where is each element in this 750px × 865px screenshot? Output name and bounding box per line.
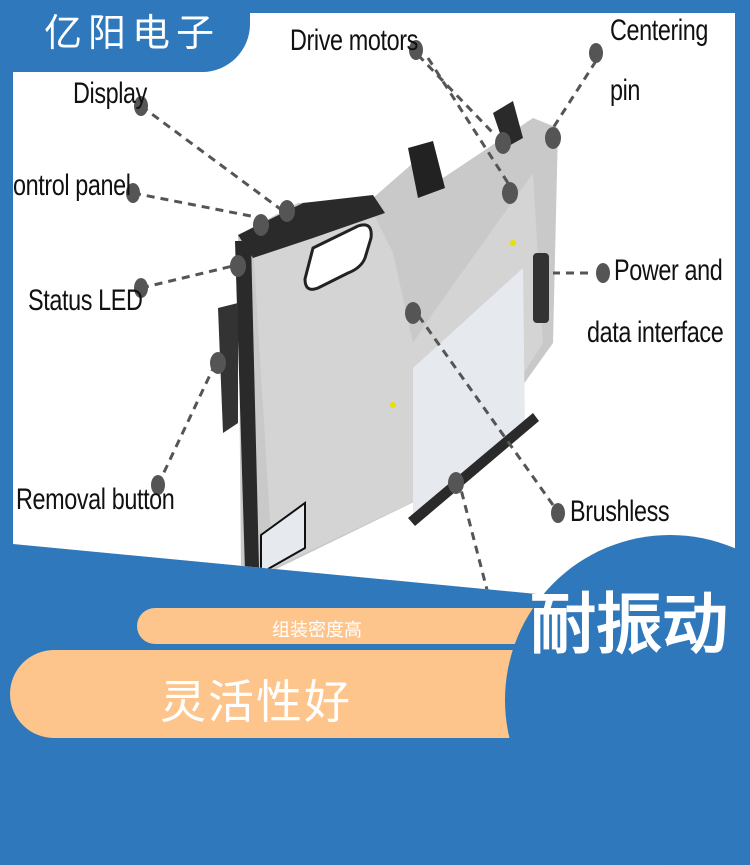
callout-centering-pin: Centering [610,14,708,47]
callout-brushless: Brushless [570,495,670,528]
callout-control-panel: ontrol panel [13,169,131,202]
product-diagram: Display ontrol panel Status LED Removal … [13,13,735,613]
brand-banner: 亿阳电子 [0,0,250,72]
callout-drive-motors: Drive motors [290,24,418,57]
feature-badge-label: 耐振动 [530,586,728,663]
feeder-illustration [126,40,610,613]
callout-power-interface-2: data interface [587,316,724,349]
feature-pill-flexibility: 灵活性好 [10,650,570,738]
brand-name: 亿阳电子 [44,11,221,55]
feature-pill-assembly-density: 组装密度高 [137,608,557,644]
callout-power-interface: Power and [614,254,723,287]
feature-small-label: 组装密度高 [272,620,362,641]
feature-large-label: 灵活性好 [160,675,352,729]
callout-centering-pin-2: pin [610,74,641,107]
callout-display: Display [73,77,148,110]
callout-removal-button: Removal button [16,483,175,516]
callout-status-led: Status LED [28,284,143,317]
